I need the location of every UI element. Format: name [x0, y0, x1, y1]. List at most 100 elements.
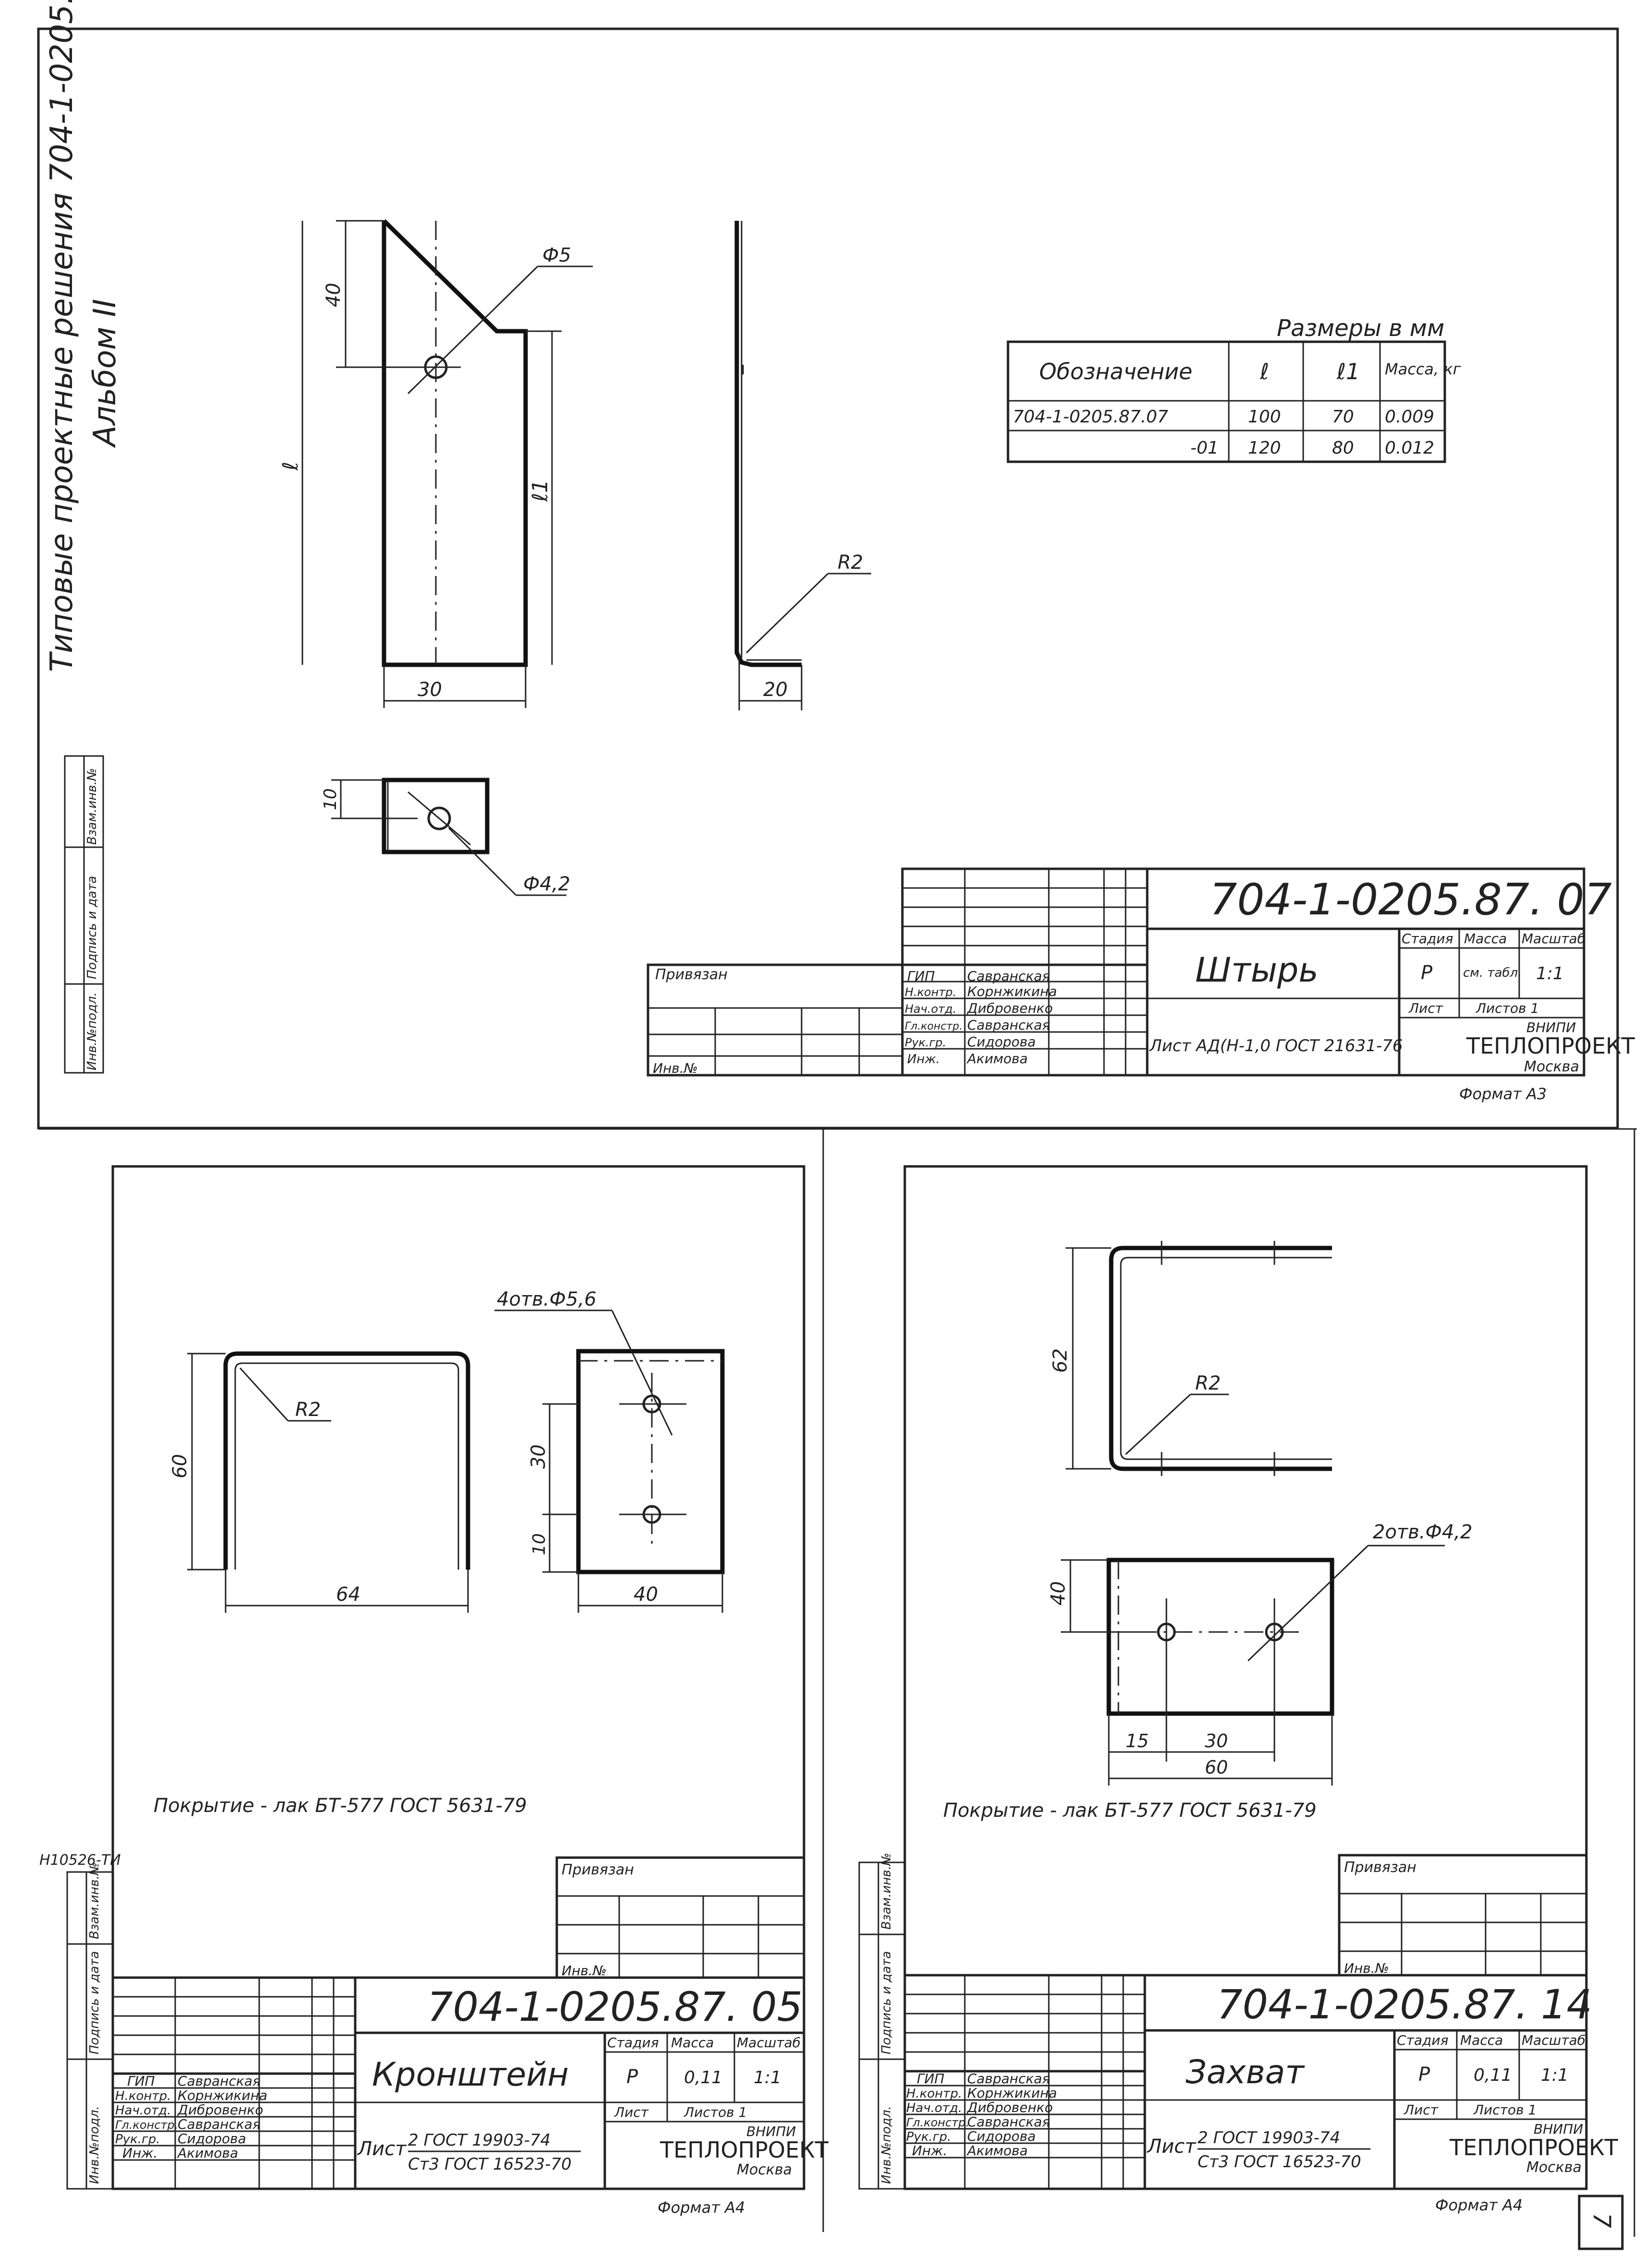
- svg-text:Инв.№: Инв.№: [562, 1963, 607, 1979]
- svg-text:Корнжикина: Корнжикина: [967, 2085, 1057, 2101]
- svg-text:Н.контр.: Н.контр.: [906, 2087, 962, 2101]
- coating-bl: Покрытие - лак БТ-577 ГОСТ 5631-79: [154, 1795, 527, 1817]
- svg-text:0.012: 0.012: [1385, 438, 1434, 458]
- svg-text:Инж.: Инж.: [122, 2145, 157, 2161]
- dim-60-bl: 60: [169, 1454, 191, 1478]
- dim-30-bl: 30: [528, 1444, 550, 1469]
- format-bl: Формат А4: [658, 2198, 745, 2217]
- dim-l1: ℓ1: [528, 480, 552, 502]
- svg-text:Савранская: Савранская: [967, 2114, 1050, 2130]
- svg-text:Н.контр.: Н.контр.: [115, 2089, 171, 2103]
- svg-text:120: 120: [1248, 438, 1281, 458]
- side-stamp-top: Взам.инв.№ Подпись и дата Инв.№подл.: [64, 755, 104, 1074]
- svg-text:Савранская: Савранская: [178, 2073, 261, 2089]
- svg-text:Стадия: Стадия: [607, 2035, 659, 2051]
- dim-30-top: 30: [418, 679, 442, 701]
- svg-text:Лист: Лист: [1404, 2102, 1439, 2118]
- format-top: Формат А3: [1459, 1085, 1547, 1103]
- page-mark: 7: [1588, 2213, 1616, 2228]
- svg-text:Дибровенко: Дибровенко: [966, 2100, 1053, 2115]
- doc-code-bl: 704-1-0205.87. 05: [427, 1983, 803, 2030]
- svg-text:Р: Р: [626, 2066, 638, 2088]
- svg-text:Масштаб: Масштаб: [1522, 2032, 1585, 2048]
- svg-text:Рук.гр.: Рук.гр.: [905, 1036, 946, 1049]
- svg-text:Листов 1: Листов 1: [684, 2104, 747, 2120]
- svg-text:Савранская: Савранская: [178, 2116, 261, 2132]
- svg-text:Р: Р: [1418, 2064, 1430, 2086]
- svg-text:Москва: Москва: [1526, 2159, 1582, 2176]
- dim-20: 20: [763, 679, 788, 701]
- svg-text:Ст3 ГОСТ 16523-70: Ст3 ГОСТ 16523-70: [1198, 2152, 1361, 2172]
- title-top: Штырь: [1195, 950, 1319, 990]
- svg-text:ТЕПЛОПРОЕКТ: ТЕПЛОПРОЕКТ: [1449, 2135, 1619, 2160]
- dim-r2-br: R2: [1195, 1372, 1221, 1394]
- svg-text:Масса: Масса: [671, 2035, 714, 2051]
- svg-text:2 ГОСТ 19903-74: 2 ГОСТ 19903-74: [408, 2131, 551, 2150]
- doc-code-top: 704-1-0205.87. 07: [1210, 875, 1612, 925]
- svg-text:Привязан: Привязан: [562, 1861, 634, 1878]
- svg-text:Масса, кг: Масса, кг: [1385, 360, 1461, 378]
- svg-text:Привязан: Привязан: [1344, 1859, 1416, 1876]
- svg-text:Взам.инв.№: Взам.инв.№: [85, 768, 99, 845]
- top-sheet-outer: [37, 27, 1619, 1129]
- series-caption: Типовые проектные решения 704-1-0205.87: [44, 0, 80, 672]
- svg-text:ВНИПИ: ВНИПИ: [1526, 1020, 1576, 1035]
- svg-text:ГИП: ГИП: [127, 2073, 155, 2089]
- svg-text:Стадия: Стадия: [1402, 931, 1453, 947]
- dim-r2-bl: R2: [295, 1399, 321, 1421]
- svg-text:Сидорова: Сидорова: [178, 2131, 246, 2147]
- svg-text:ГИП: ГИП: [907, 968, 935, 984]
- format-br: Формат А4: [1435, 2196, 1523, 2214]
- coating-br: Покрытие - лак БТ-577 ГОСТ 5631-79: [943, 1800, 1317, 1822]
- doc-code-br: 704-1-0205.87. 14: [1217, 1981, 1592, 2028]
- dim-d42-top: Ф4,2: [523, 873, 570, 895]
- dims-table: Размеры в мм Обозначение ℓ ℓ1 Масса, кг …: [1007, 315, 1461, 463]
- title-br: Захват: [1186, 2053, 1305, 2091]
- dim-62: 62: [1049, 1348, 1071, 1373]
- svg-text:ВНИПИ: ВНИПИ: [1534, 2121, 1583, 2137]
- dim-30-br: 30: [1205, 1730, 1228, 1752]
- svg-text:1:1: 1:1: [1536, 964, 1564, 984]
- svg-text:Взам.инв.№: Взам.инв.№: [87, 1862, 102, 1939]
- dim-10-bl: 10: [529, 1533, 549, 1555]
- svg-text:Нач.отд.: Нач.отд.: [906, 2101, 962, 2115]
- dim-60-br: 60: [1205, 1757, 1228, 1778]
- svg-text:Инж.: Инж.: [907, 1052, 940, 1067]
- pin-front-view: [301, 219, 593, 708]
- svg-text:Савранская: Савранская: [967, 968, 1050, 984]
- svg-text:Акимова: Акимова: [177, 2145, 238, 2161]
- svg-text:Подпись и дата: Подпись и дата: [85, 876, 99, 979]
- svg-text:см. табл.: см. табл.: [1463, 966, 1522, 980]
- dim-r2-top: R2: [838, 552, 863, 574]
- svg-text:Инж.: Инж.: [912, 2143, 947, 2159]
- dim-15: 15: [1126, 1730, 1149, 1752]
- svg-text:Масса: Масса: [1464, 931, 1507, 947]
- svg-text:Корнжикина: Корнжикина: [178, 2088, 267, 2103]
- pin-top-view: [331, 778, 566, 896]
- svg-text:Нач.отд.: Нач.отд.: [115, 2103, 171, 2118]
- dim-64: 64: [336, 1584, 360, 1606]
- svg-text:Стадия: Стадия: [1397, 2032, 1448, 2048]
- holes-note-bl: 4отв.Ф5,6: [497, 1288, 597, 1310]
- svg-text:Ст3 ГОСТ 16523-70: Ст3 ГОСТ 16523-70: [408, 2155, 572, 2174]
- svg-text:ℓ: ℓ: [1260, 359, 1269, 384]
- svg-text:ТЕПЛОПРОЕКТ: ТЕПЛОПРОЕКТ: [660, 2137, 829, 2163]
- svg-text:Рук.гр.: Рук.гр.: [906, 2130, 951, 2144]
- title-block-br: [903, 1854, 1588, 2190]
- svg-text:100: 100: [1248, 407, 1281, 427]
- dim-40: 40: [323, 283, 345, 307]
- svg-text:Р: Р: [1421, 962, 1433, 984]
- svg-text:ℓ1: ℓ1: [1336, 359, 1360, 384]
- svg-text:Лист: Лист: [1408, 1000, 1443, 1016]
- svg-text:Савранская: Савранская: [967, 2071, 1050, 2087]
- svg-text:Гл.констр.: Гл.констр.: [906, 2116, 969, 2129]
- svg-text:Инв.№: Инв.№: [1344, 1960, 1389, 1976]
- dim-40-bl: 40: [634, 1584, 658, 1606]
- svg-text:Гл.констр.: Гл.констр.: [115, 2118, 178, 2132]
- svg-text:Масса: Масса: [1460, 2032, 1503, 2048]
- svg-text:Масштаб: Масштаб: [1522, 931, 1585, 947]
- page-mark-box: [1578, 2195, 1624, 2250]
- svg-text:Инв.№: Инв.№: [653, 1060, 698, 1076]
- svg-text:Рук.гр.: Рук.гр.: [115, 2132, 160, 2147]
